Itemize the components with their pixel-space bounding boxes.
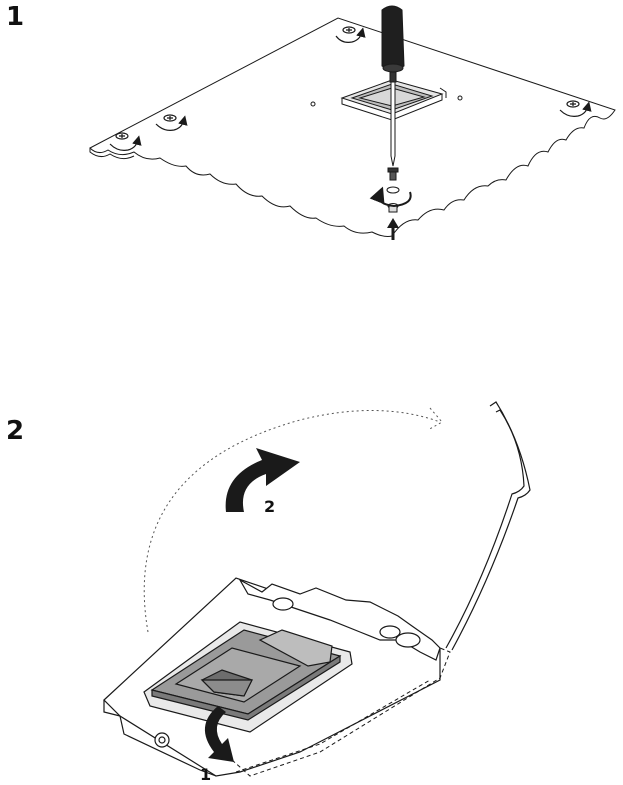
retention-lever <box>446 402 530 650</box>
motherboard-outline <box>90 18 615 237</box>
screw-icon <box>567 101 579 107</box>
open-load-plate-arrow-icon <box>226 448 300 512</box>
cpu-socket <box>104 578 440 776</box>
callout-2: 2 <box>264 497 275 516</box>
callout-1: 1 <box>200 765 211 784</box>
screw-icon <box>164 115 176 121</box>
screw-icon <box>116 133 128 139</box>
screw-icon <box>343 27 355 33</box>
motherboard-illustration <box>90 18 615 237</box>
